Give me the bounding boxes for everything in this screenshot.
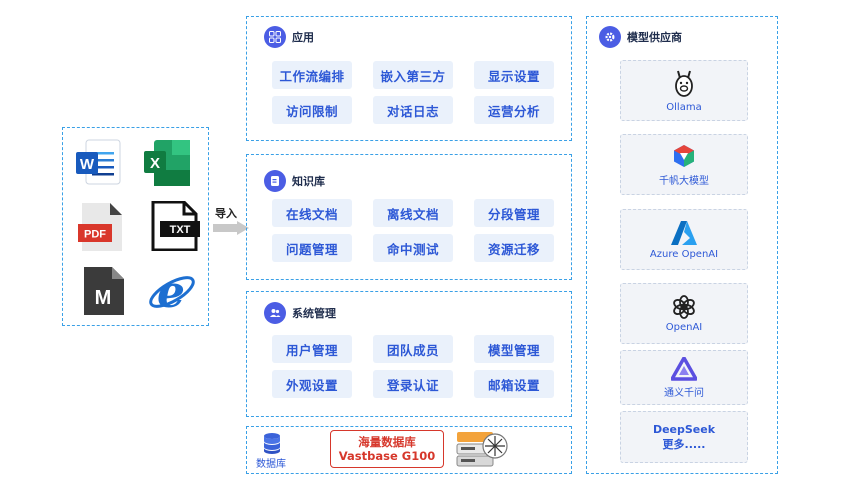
- app-section-header: 应用: [264, 26, 314, 48]
- provider-azure-openai: Azure OpenAI: [620, 209, 748, 270]
- provider-openai: OpenAI: [620, 283, 748, 344]
- app-item-embed: 嵌入第三方: [373, 61, 453, 89]
- web-browser-icon: e: [149, 267, 195, 316]
- database-label: 数据库: [256, 459, 286, 470]
- app-grid-icon: [264, 26, 286, 48]
- provider-ollama-label: Ollama: [666, 101, 702, 113]
- vastbase-line1: 海量数据库: [358, 434, 416, 449]
- vastbase-badge: 海量数据库 Vastbase G100: [330, 430, 444, 468]
- svg-text:e: e: [157, 267, 185, 316]
- database-icon: [264, 433, 280, 454]
- provider-deepseek-label: DeepSeek: [652, 422, 716, 436]
- kb-item-segments: 分段管理: [474, 199, 554, 227]
- txt-icon: TXT: [151, 201, 200, 251]
- qianfan-logo-icon: [674, 144, 694, 167]
- import-label: 导入: [215, 207, 237, 220]
- svg-text:TXT: TXT: [170, 224, 191, 236]
- app-item-display: 显示设置: [474, 61, 554, 89]
- app-section-title: 应用: [292, 31, 314, 44]
- kb-item-hit-test: 命中测试: [373, 234, 453, 262]
- kb-section-header: 知识库: [264, 170, 325, 192]
- svg-text:M: M: [95, 287, 112, 309]
- sys-item-email: 邮箱设置: [474, 370, 554, 398]
- providers-header: 模型供应商: [599, 26, 682, 48]
- kb-section-title: 知识库: [292, 175, 325, 188]
- tongyi-logo-icon: [671, 356, 697, 381]
- database-section: [246, 426, 572, 474]
- provider-openai-label: OpenAI: [665, 321, 703, 333]
- svg-text:X: X: [150, 155, 160, 172]
- app-item-chatlog: 对话日志: [373, 96, 453, 124]
- provider-qianfan-label: 千帆大模型: [659, 175, 709, 187]
- openai-logo-icon: [673, 294, 695, 319]
- sys-item-team: 团队成员: [373, 335, 453, 363]
- markdown-icon: M: [84, 267, 124, 315]
- model-providers-section: [586, 16, 778, 474]
- word-icon: W: [76, 139, 121, 185]
- sys-item-models: 模型管理: [474, 335, 554, 363]
- azure-logo-icon: [671, 220, 697, 245]
- provider-more-label: 更多.....: [662, 437, 706, 451]
- file-types-panel: [62, 127, 209, 326]
- kb-item-online-docs: 在线文档: [272, 199, 352, 227]
- sys-item-appearance: 外观设置: [272, 370, 352, 398]
- users-icon: [264, 302, 286, 324]
- llama-icon: [675, 70, 693, 97]
- providers-title: 模型供应商: [627, 31, 682, 44]
- server-storage-icon: [456, 432, 508, 467]
- app-item-workflow: 工作流编排: [272, 61, 352, 89]
- kb-item-questions: 问题管理: [272, 234, 352, 262]
- sys-item-users: 用户管理: [272, 335, 352, 363]
- import-arrow-icon: [213, 221, 249, 235]
- app-section: [246, 16, 572, 141]
- book-icon: [264, 170, 286, 192]
- provider-tongyi-label: 通义千问: [664, 387, 704, 399]
- knowledge-base-section: [246, 154, 572, 280]
- kb-item-migration: 资源迁移: [474, 234, 554, 262]
- provider-azure-label: Azure OpenAI: [649, 248, 719, 260]
- provider-deepseek-more: DeepSeek 更多.....: [620, 411, 748, 463]
- provider-qianfan: 千帆大模型: [620, 134, 748, 195]
- sys-section-header: 系统管理: [264, 302, 336, 324]
- provider-ollama: Ollama: [620, 60, 748, 121]
- provider-tongyi: 通义千问: [620, 350, 748, 405]
- svg-text:PDF: PDF: [84, 229, 106, 241]
- app-item-access: 访问限制: [272, 96, 352, 124]
- system-management-section: [246, 291, 572, 417]
- vastbase-line2: Vastbase G100: [338, 449, 436, 463]
- excel-icon: X: [144, 140, 190, 186]
- app-item-analytics: 运营分析: [474, 96, 554, 124]
- sys-item-auth: 登录认证: [373, 370, 453, 398]
- gear-icon: [599, 26, 621, 48]
- kb-item-offline-docs: 离线文档: [373, 199, 453, 227]
- svg-text:W: W: [80, 156, 95, 173]
- sys-section-title: 系统管理: [292, 307, 336, 320]
- pdf-icon: PDF: [78, 203, 122, 251]
